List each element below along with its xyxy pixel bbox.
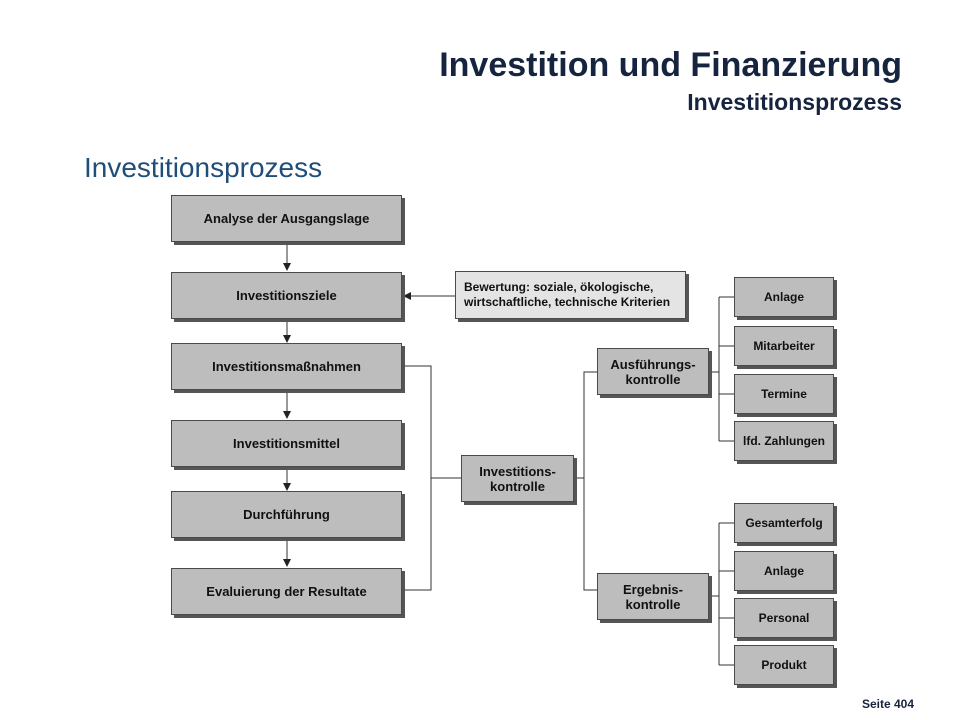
criteria-note: Bewertung: soziale, ökologische, wirtsch… — [455, 271, 686, 319]
section-title: Investitionsprozess — [84, 152, 323, 183]
step-investitionsziele: Investitionsziele — [171, 272, 402, 319]
execution-item-anlage: Anlage — [734, 277, 834, 317]
result-item-produkt: Produkt — [734, 645, 834, 685]
step-investitionsmittel: Investitionsmittel — [171, 420, 402, 467]
investitionskontrolle-box: Investitions- kontrolle — [461, 455, 574, 502]
page-title: Investition und Finanzierung — [439, 46, 902, 84]
step-investitionsmassnahmen: Investitionsmaßnahmen — [171, 343, 402, 390]
step-evaluierung: Evaluierung der Resultate — [171, 568, 402, 615]
step-analyse: Analyse der Ausgangslage — [171, 195, 402, 242]
execution-item-termine: Termine — [734, 374, 834, 414]
bracket-steps — [402, 365, 432, 591]
execution-item-zahlungen: lfd. Zahlungen — [734, 421, 834, 461]
page-number: Seite 404 — [861, 697, 914, 711]
result-item-gesamterfolg: Gesamterfolg — [734, 503, 834, 543]
execution-item-mitarbeiter: Mitarbeiter — [734, 326, 834, 366]
result-item-personal: Personal — [734, 598, 834, 638]
ausfuehrungskontrolle-box: Ausführungs- kontrolle — [597, 348, 709, 395]
page-subtitle: Investitionsprozess — [687, 89, 902, 115]
bracket-control — [583, 371, 597, 591]
step-durchfuehrung: Durchführung — [171, 491, 402, 538]
result-item-anlage: Anlage — [734, 551, 834, 591]
ergebniskontrolle-box: Ergebnis- kontrolle — [597, 573, 709, 620]
